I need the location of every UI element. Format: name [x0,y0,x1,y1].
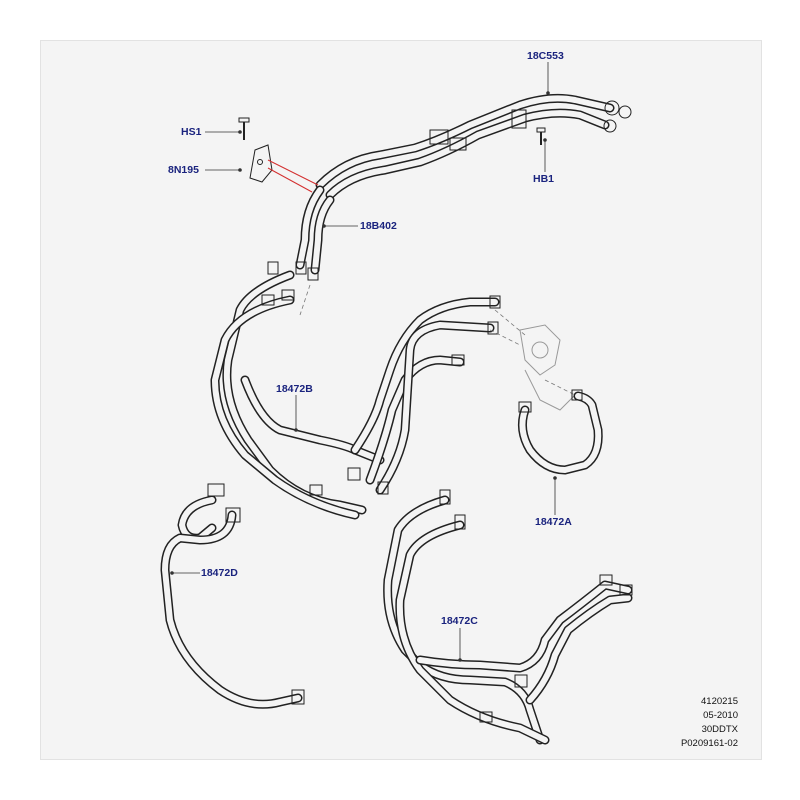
bolt-HB1 [536,127,546,145]
ghost-pump [489,309,576,411]
leader-lines [170,62,557,662]
callout-HB1: HB1 [533,173,555,185]
hose-18C553 [315,93,632,200]
reference-line: 05-2010 [703,710,738,721]
hose-18472A [517,389,603,475]
callout-18472D: 18472D [201,567,238,579]
hose-18B402 [295,185,335,316]
reference-line: 4120215 [701,696,738,707]
hose-18472D [160,483,305,709]
highlight-arrow [267,159,319,186]
callout-18B402: 18B402 [360,220,397,232]
highlight-arrow [267,167,313,193]
hose-18472B [210,261,501,520]
callout-8N195: 8N195 [168,164,199,176]
hose-18472C [383,489,633,745]
callout-18472A: 18472A [535,516,572,528]
callout-18472C: 18472C [441,615,478,627]
callout-HS1: HS1 [181,126,202,138]
callout-18C553: 18C553 [527,50,564,62]
reference-block: 4120215 05-2010 30DDTX P0209161-02 [681,695,738,751]
reference-line: P0209161-02 [680,738,738,749]
reference-line: 30DDTX [701,724,738,735]
callout-18472B: 18472B [276,383,313,395]
bracket-8N195 [249,144,273,183]
bolt-HS1 [238,117,250,140]
